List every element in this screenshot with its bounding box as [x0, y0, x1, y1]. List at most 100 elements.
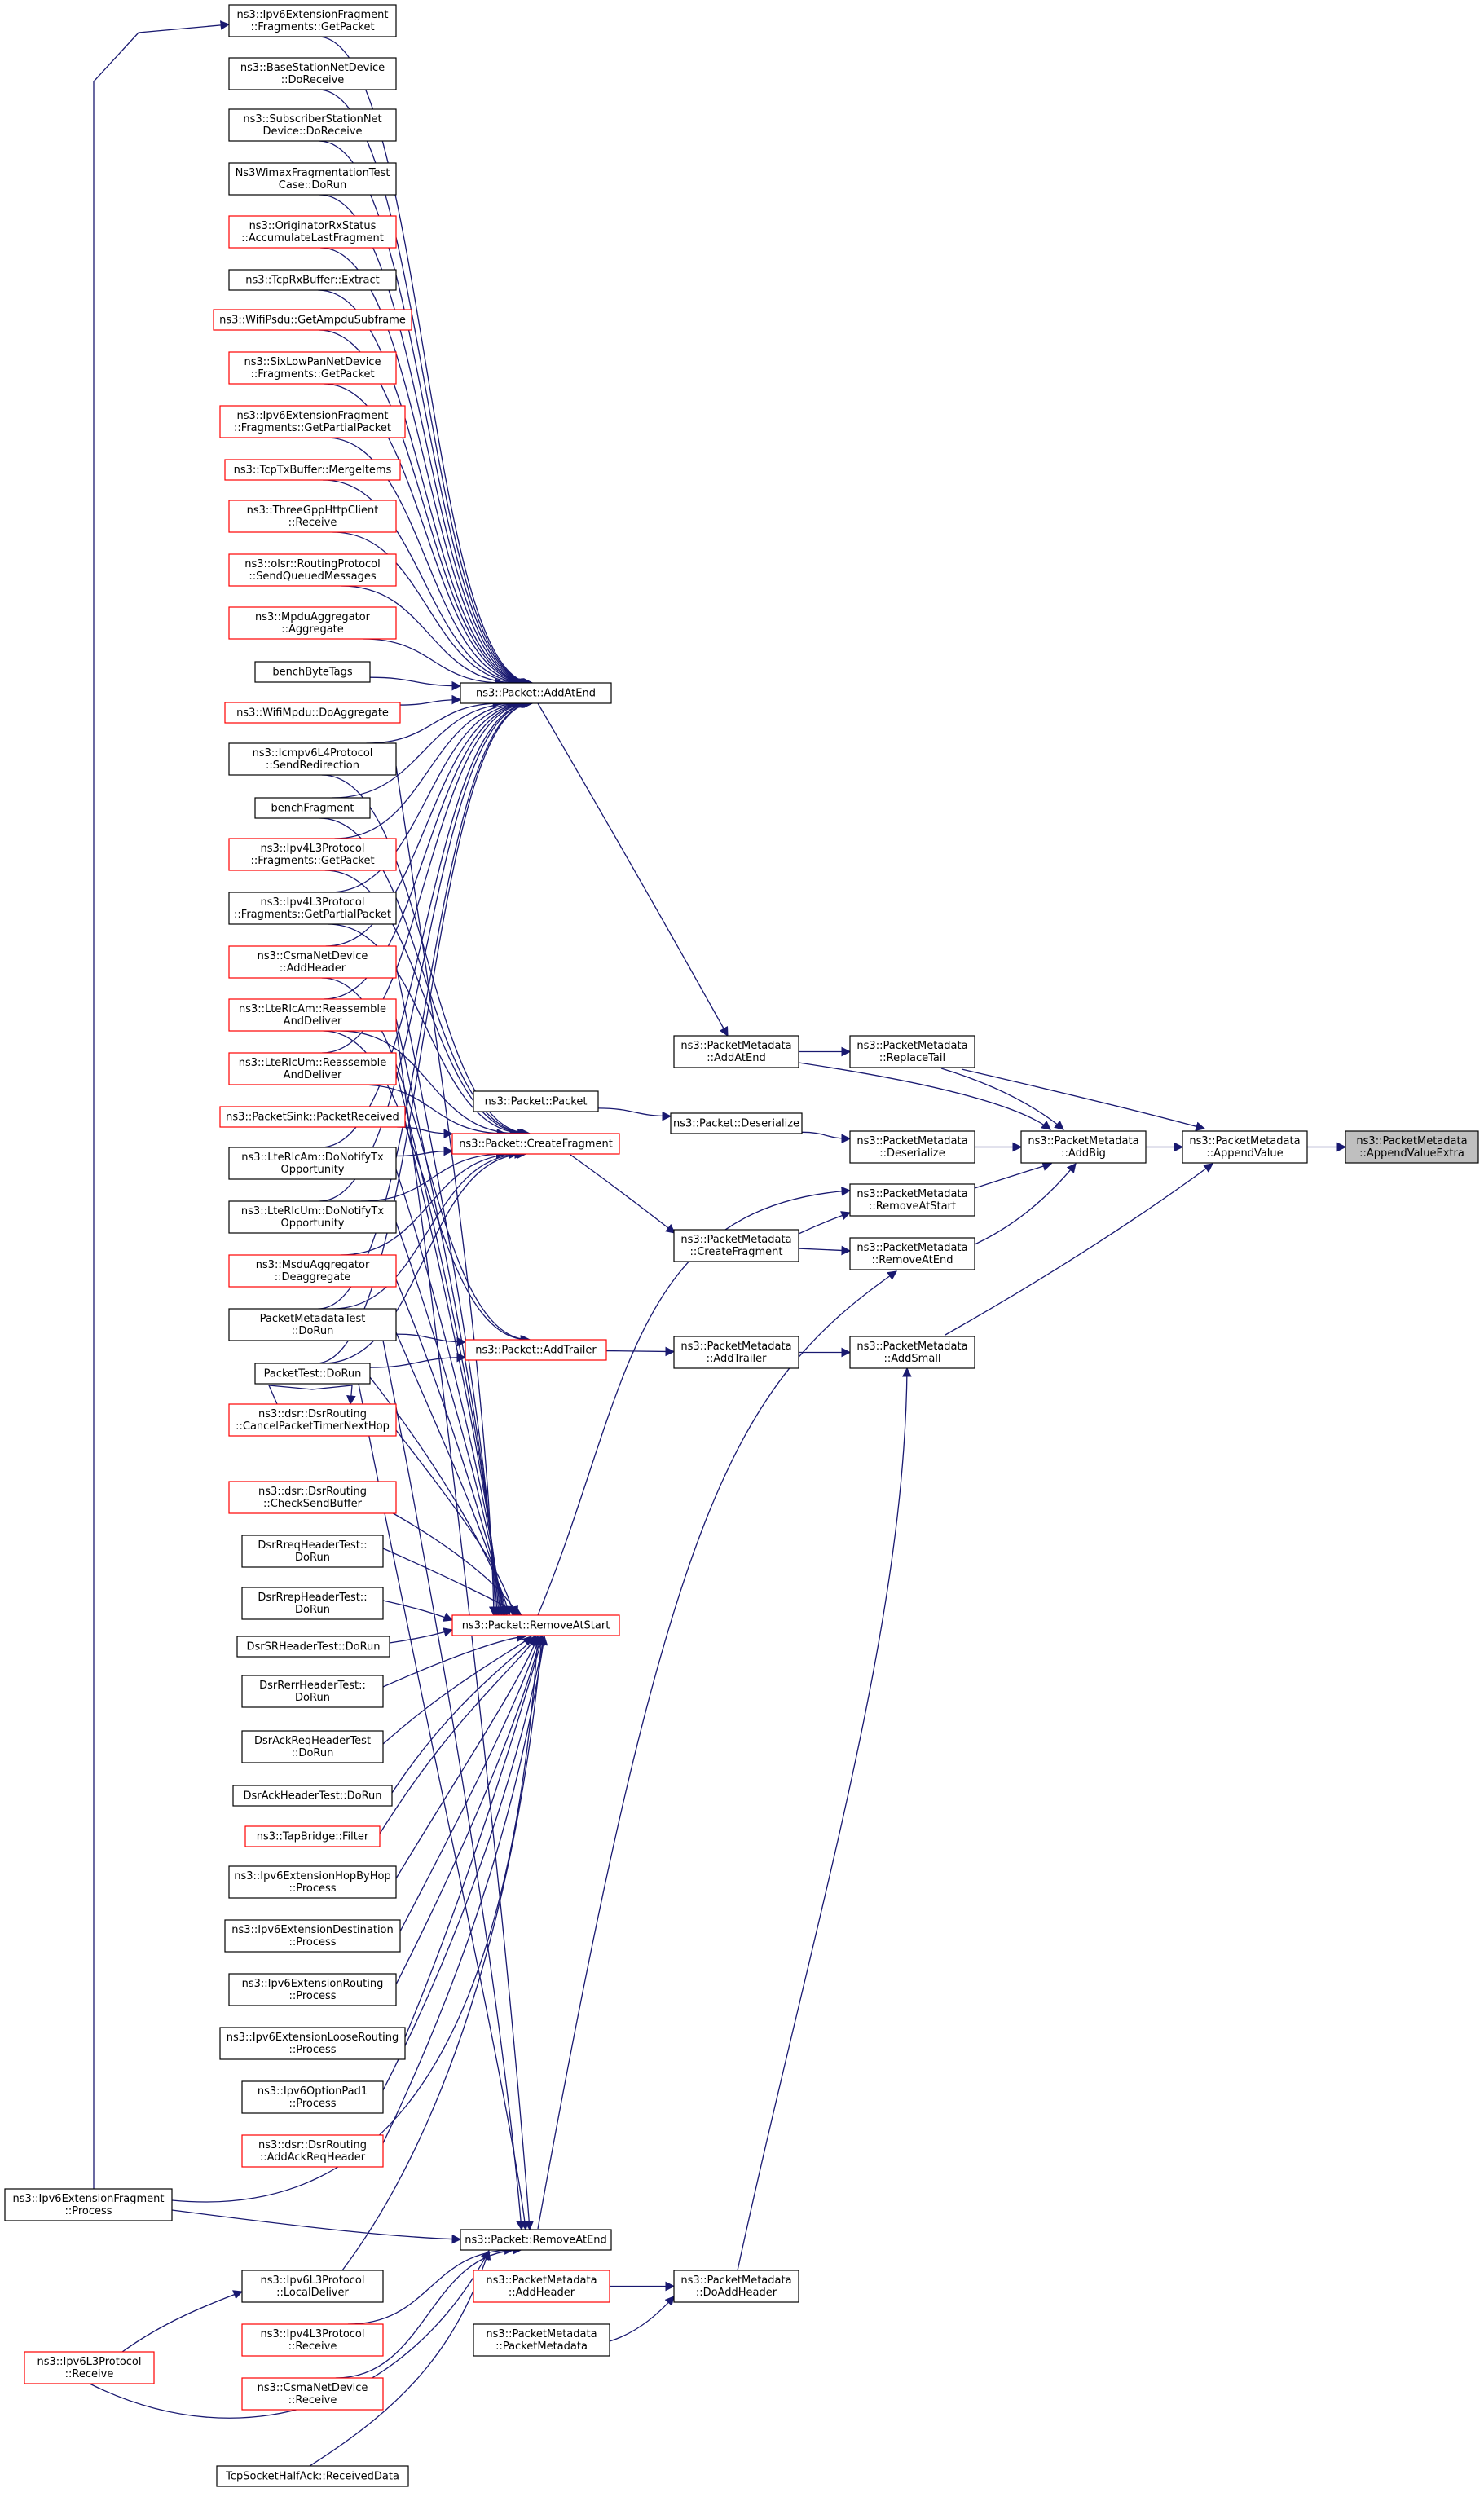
- node-ipv6-loose[interactable]: ns3::Ipv6ExtensionLooseRouting::Process: [219, 2027, 406, 2060]
- node-icmpv6-redirect[interactable]: ns3::Icmpv6L4Protocol::SendRedirection: [228, 742, 397, 776]
- edge-olsr-send-to-packet-add-at-end: [341, 585, 518, 688]
- node-olsr-send[interactable]: ns3::olsr::RoutingProtocol::SendQueuedMe…: [228, 553, 397, 587]
- node-pm-add-small[interactable]: ns3::PacketMetadata::AddSmall: [849, 1336, 975, 1369]
- node-packet-add-at-end[interactable]: ns3::Packet::AddAtEnd: [460, 682, 612, 704]
- node-label: ns3::Packet::Deserialize: [673, 1118, 799, 1130]
- node-pm-add-at-end[interactable]: ns3::PacketMetadata::AddAtEnd: [673, 1035, 799, 1068]
- node-label: ns3::SubscriberStationNet: [243, 113, 381, 125]
- node-ss-do-receive[interactable]: ns3::SubscriberStationNetDevice::DoRecei…: [228, 108, 397, 142]
- node-tap-filter[interactable]: ns3::TapBridge::Filter: [244, 1825, 381, 1847]
- node-box: [1345, 1130, 1479, 1164]
- node-packet-remove-at-start[interactable]: ns3::Packet::RemoveAtStart: [451, 1614, 620, 1636]
- node-ipv6frag-partial[interactable]: ns3::Ipv6ExtensionFragment::Fragments::G…: [219, 405, 406, 438]
- edge-ipv6-dest-to-packet-remove-at-start: [399, 1635, 542, 1932]
- node-six-low-pan[interactable]: ns3::SixLowPanNetDevice::Fragments::GetP…: [228, 351, 397, 385]
- node-pm-ctor[interactable]: ns3::PacketMetadata::PacketMetadata: [473, 2323, 610, 2357]
- node-box: [228, 351, 397, 385]
- node-pm-do-add-header[interactable]: ns3::PacketMetadata::DoAddHeader: [673, 2270, 799, 2303]
- node-label: ::RemoveAtStart: [869, 1200, 956, 1213]
- edge-icmpv6-redirect-to-packet-create-fragment: [321, 774, 531, 1138]
- node-label: ns3::PacketMetadata: [856, 1135, 967, 1147]
- node-pm-add-trailer[interactable]: ns3::PacketMetadata::AddTrailer: [673, 1336, 799, 1369]
- node-packet-test-do-run[interactable]: PacketTest::DoRun: [254, 1363, 371, 1385]
- node-label: ::AddHeader: [509, 2287, 575, 2299]
- edge-lte-um-reassemble-to-packet-create-fragment: [359, 1084, 507, 1138]
- node-packet-create-fragment[interactable]: ns3::Packet::CreateFragment: [451, 1133, 620, 1155]
- node-ipv6frag-get-packet[interactable]: ns3::Ipv6ExtensionFragment::Fragments::G…: [228, 4, 397, 37]
- node-dsr-add-ack-req[interactable]: ns3::dsr::DsrRouting::AddAckReqHeader: [241, 2134, 384, 2168]
- node-label: ns3::Packet::RemoveAtEnd: [465, 2235, 607, 2247]
- node-dsr-check-send[interactable]: ns3::dsr::DsrRouting::CheckSendBuffer: [228, 1481, 397, 1514]
- node-pm-add-header[interactable]: ns3::PacketMetadata::AddHeader: [473, 2270, 610, 2303]
- node-packet-add-trailer[interactable]: ns3::Packet::AddTrailer: [465, 1339, 607, 1361]
- node-pm-test-do-run[interactable]: PacketMetadataTest::DoRun: [228, 1308, 397, 1341]
- node-wifi-mpdu-do-agg[interactable]: ns3::WifiMpdu::DoAggregate: [224, 702, 401, 724]
- node-ipv6-receive[interactable]: ns3::Ipv6L3Protocol::Receive: [24, 2351, 155, 2384]
- node-pm-replace-tail[interactable]: ns3::PacketMetadata::ReplaceTail: [849, 1035, 975, 1068]
- node-orig-accum[interactable]: ns3::OriginatorRxStatus::AccumulateLastF…: [228, 215, 397, 249]
- node-ipv4-receive[interactable]: ns3::Ipv4L3Protocol::Receive: [241, 2323, 384, 2357]
- node-packet-packet[interactable]: ns3::Packet::Packet: [473, 1090, 599, 1112]
- node-box: [473, 2270, 610, 2303]
- node-mpdu-agg[interactable]: ns3::MpduAggregator::Aggregate: [228, 606, 397, 640]
- node-label: ns3::Ipv6ExtensionRouting: [242, 1978, 384, 1990]
- node-label: ns3::Packet::CreateFragment: [459, 1138, 613, 1151]
- node-pm-append-value-extra[interactable]: ns3::PacketMetadata::AppendValueExtra: [1345, 1130, 1479, 1164]
- node-label: DoRun: [295, 1692, 330, 1704]
- node-pm-remove-at-end[interactable]: ns3::PacketMetadata::RemoveAtEnd: [849, 1237, 975, 1270]
- node-dsr-rrep[interactable]: DsrRrepHeaderTest::DoRun: [241, 1587, 384, 1620]
- edge-bench-fragment-to-packet-add-at-end: [332, 698, 517, 799]
- node-pm-create-fragment[interactable]: ns3::PacketMetadata::CreateFragment: [673, 1229, 799, 1262]
- node-three-gpp[interactable]: ns3::ThreeGppHttpClient::Receive: [228, 500, 397, 533]
- node-box: [228, 1481, 397, 1514]
- node-ipv6-dest[interactable]: ns3::Ipv6ExtensionDestination::Process: [224, 1919, 401, 1953]
- node-bench-fragment[interactable]: benchFragment: [254, 797, 371, 819]
- node-box: [228, 606, 397, 640]
- node-dsr-rerr[interactable]: DsrRerrHeaderTest::DoRun: [241, 1675, 384, 1708]
- edge-dsr-cancel-to-dsr-cancel: [267, 1385, 356, 1406]
- node-box: [213, 309, 412, 331]
- node-dsr-rreq[interactable]: DsrRreqHeaderTest::DoRun: [241, 1535, 384, 1568]
- node-tcp-tx-merge[interactable]: ns3::TcpTxBuffer::MergeItems: [224, 459, 401, 481]
- edge-packet-deserialize-to-pm-deserialize: [801, 1131, 852, 1144]
- node-ipv6-hop-by-hop[interactable]: ns3::Ipv6ExtensionHopByHop::Process: [228, 1865, 397, 1899]
- node-dsr-cancel[interactable]: ns3::dsr::DsrRouting::CancelPacketTimerN…: [228, 1403, 397, 1437]
- node-ipv6-local-deliver[interactable]: ns3::Ipv6L3Protocol::LocalDeliver: [241, 2270, 384, 2303]
- node-ipv4frag-get-packet[interactable]: ns3::Ipv4L3Protocol::Fragments::GetPacke…: [228, 838, 397, 871]
- edge-packet-test-do-run-to-packet-create-fragment: [322, 1149, 527, 1364]
- node-ipv6-pad1[interactable]: ns3::Ipv6OptionPad1::Process: [241, 2080, 384, 2114]
- node-dsr-ack[interactable]: DsrAckHeaderTest::DoRun: [232, 1785, 393, 1807]
- node-box: [451, 1133, 620, 1155]
- node-packet-deserialize[interactable]: ns3::Packet::Deserialize: [670, 1112, 803, 1134]
- node-ipv6-routing[interactable]: ns3::Ipv6ExtensionRouting::Process: [228, 1973, 397, 2006]
- node-pm-deserialize[interactable]: ns3::PacketMetadata::Deserialize: [849, 1130, 975, 1164]
- node-wifi-psdu-ampdu[interactable]: ns3::WifiPsdu::GetAmpduSubframe: [213, 309, 412, 331]
- node-ipv6-frag-process[interactable]: ns3::Ipv6ExtensionFragment::Process: [4, 2188, 173, 2221]
- node-dsr-ack-req[interactable]: DsrAckReqHeaderTest::DoRun: [241, 1730, 384, 1763]
- edge-pm-test-do-run-to-packet-remove-at-end: [382, 1340, 526, 2231]
- node-csma-add-header[interactable]: ns3::CsmaNetDevice::AddHeader: [228, 945, 397, 979]
- node-label: AndDeliver: [284, 1069, 342, 1081]
- node-pm-append-value[interactable]: ns3::PacketMetadata::AppendValue: [1182, 1130, 1308, 1164]
- node-msdu-deagg[interactable]: ns3::MsduAggregator::Deaggregate: [228, 1254, 397, 1288]
- node-packet-remove-at-end[interactable]: ns3::Packet::RemoveAtEnd: [460, 2229, 612, 2251]
- node-packet-sink[interactable]: ns3::PacketSink::PacketReceived: [219, 1106, 406, 1128]
- node-bench-byte-tags[interactable]: benchByteTags: [254, 661, 371, 683]
- node-csma-receive[interactable]: ns3::CsmaNetDevice::Receive: [241, 2377, 384, 2411]
- edge-icmpv6-redirect-to-packet-add-at-end: [366, 698, 503, 744]
- node-dsr-sr[interactable]: DsrSRHeaderTest::DoRun: [236, 1636, 390, 1658]
- edge-packet-remove-at-end-to-pm-remove-at-end: [537, 1270, 897, 2230]
- edge-ipv4frag-get-packet-to-packet-add-at-end: [334, 698, 523, 839]
- node-ipv4frag-partial[interactable]: ns3::Ipv4L3Protocol::Fragments::GetParti…: [228, 892, 397, 925]
- edge-mpdu-agg-to-packet-add-at-end: [363, 638, 504, 688]
- node-tcp-rx-extract[interactable]: ns3::TcpRxBuffer::Extract: [228, 269, 397, 291]
- node-pm-remove-at-start[interactable]: ns3::PacketMetadata::RemoveAtStart: [849, 1183, 975, 1217]
- node-bs-do-receive[interactable]: ns3::BaseStationNetDevice::DoReceive: [228, 57, 397, 90]
- node-pm-add-big[interactable]: ns3::PacketMetadata::AddBig: [1020, 1130, 1147, 1164]
- node-tcp-half-ack[interactable]: TcpSocketHalfAck::ReceivedData: [216, 2465, 409, 2487]
